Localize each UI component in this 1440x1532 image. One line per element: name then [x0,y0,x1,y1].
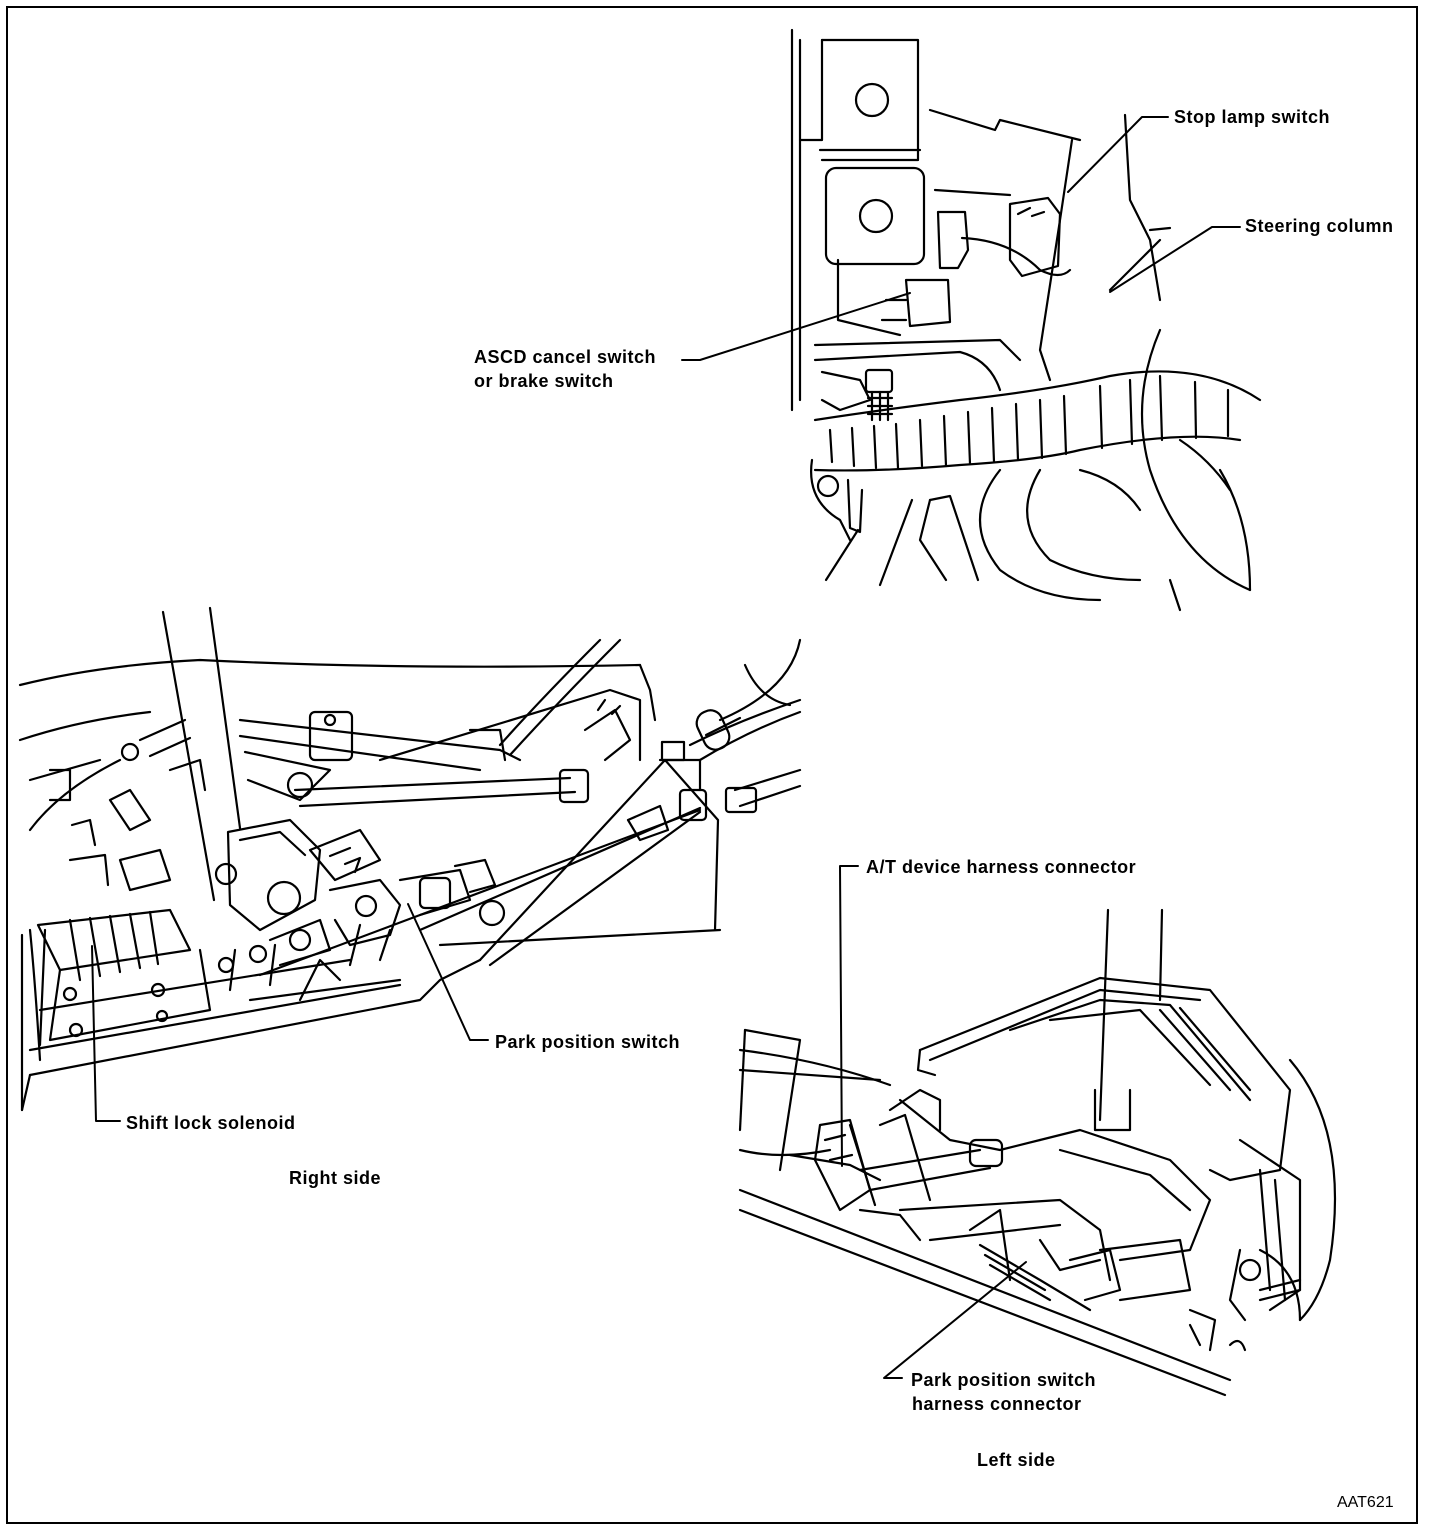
figure-frame [6,6,1418,1524]
label-park-position-harness-connector: Park position switch harness connector [911,1368,1096,1416]
leader-ascd-cancel-switch [681,292,911,361]
figure-code: AAT621 [1337,1494,1394,1511]
leader-stop-lamp-switch [1067,116,1169,193]
caption-left-side: Left side [977,1450,1056,1470]
label-ascd-cancel-switch: ASCD cancel switch or brake switch [474,345,656,393]
brake-pedal-illustration [790,28,1262,612]
label-at-device-harness-connector: A/T device harness connector [866,857,1137,877]
left-side-illustration [738,908,1337,1397]
leader-steering-column [1109,226,1241,293]
right-side-illustration [18,606,802,1112]
label-park-harness-line-1: Park position switch [911,1370,1097,1390]
label-park-position-switch: Park position switch [495,1032,681,1052]
label-stop-lamp-switch: Stop lamp switch [1174,107,1331,127]
label-ascd-line-1: ASCD cancel switch [474,347,657,367]
label-ascd-line-2: or brake switch [474,371,614,391]
leader-lines [91,116,1241,1379]
label-shift-lock-solenoid: Shift lock solenoid [126,1113,296,1133]
leader-park-position-switch [407,903,489,1041]
caption-right-side: Right side [289,1168,382,1188]
leader-park-harness-connector [883,1261,1027,1379]
leader-shift-lock-solenoid [91,945,121,1122]
label-steering-column: Steering column [1245,216,1394,236]
label-park-harness-line-2: harness connector [912,1394,1082,1414]
leader-at-device-connector [839,865,859,1167]
